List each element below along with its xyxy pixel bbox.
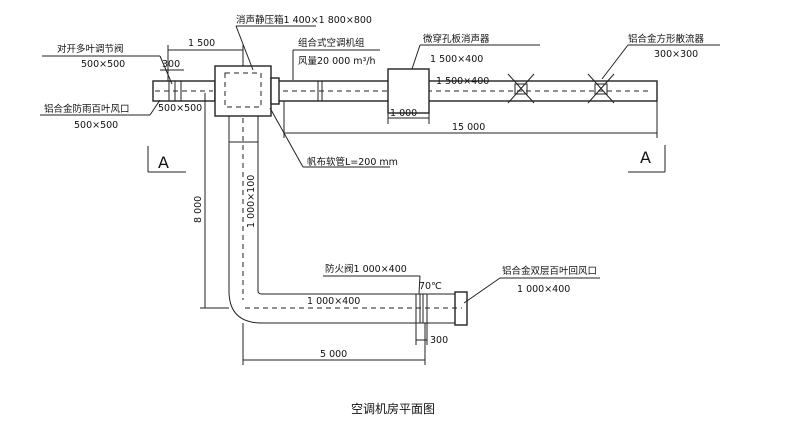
section-mark-right [628,145,666,173]
label-plenum: 消声静压箱1 400×1 800×800 [236,14,372,26]
section-letter-right: A [640,148,651,167]
return-duct [245,291,468,326]
label-horizontal-duct-size: 1 000×400 [307,296,360,307]
label-inlet-size: 500×500 [158,103,202,114]
elbow-inner [257,290,263,295]
dim-8000: 8 000 [193,196,204,223]
dim-300-top: 300 [162,59,180,70]
label-damper: 对开多叶调节阀 [57,43,124,55]
label-louver-size: 500×500 [74,120,118,131]
inlet-duct [152,80,216,102]
section-mark-left [147,146,186,173]
label-airflow: 风量20 000 m³/h [298,56,376,67]
dim-5000: 5 000 [320,349,347,360]
canvas-connector-block [270,77,280,105]
diffuser-1 [507,73,535,104]
elbow-outer [228,290,263,324]
dim-1000: 1 000 [390,108,417,119]
label-return-grille-size: 1 000×400 [517,284,570,295]
label-silencer: 微穿孔板消声器 [423,33,490,45]
label-fire-damper: 防火阀1 000×400 [325,263,407,275]
supply-duct-main [276,80,658,102]
label-damper-size: 500×500 [81,59,125,70]
label-louver: 铝合金防雨百叶风口 [44,103,130,115]
label-silencer-size: 1 500×400 [430,54,483,65]
plenum-box [214,65,272,117]
label-ahu: 组合式空调机组 [298,37,365,49]
label-top-duct-size: 1 500×400 [436,76,489,87]
section-letter-left: A [158,153,169,172]
vertical-duct [228,116,259,300]
drawing-title: 空调机房平面图 [351,401,435,416]
label-diffuser: 铝合金方形散流器 [628,33,705,45]
label-canvas-connector: 帆布软管L=200 mm [307,156,398,168]
label-vertical-duct-size: 1 000×100 [246,175,257,228]
dim-15000: 15 000 [452,122,485,133]
dim-300-bottom: 300 [430,335,448,346]
label-diffuser-size: 300×300 [654,49,698,60]
dim-1500: 1 500 [188,38,215,49]
label-return-grille: 铝合金双层百叶回风口 [502,265,597,277]
diffuser-2 [587,73,615,104]
silencer [387,68,430,114]
label-fire-temp: 70℃ [419,281,442,292]
